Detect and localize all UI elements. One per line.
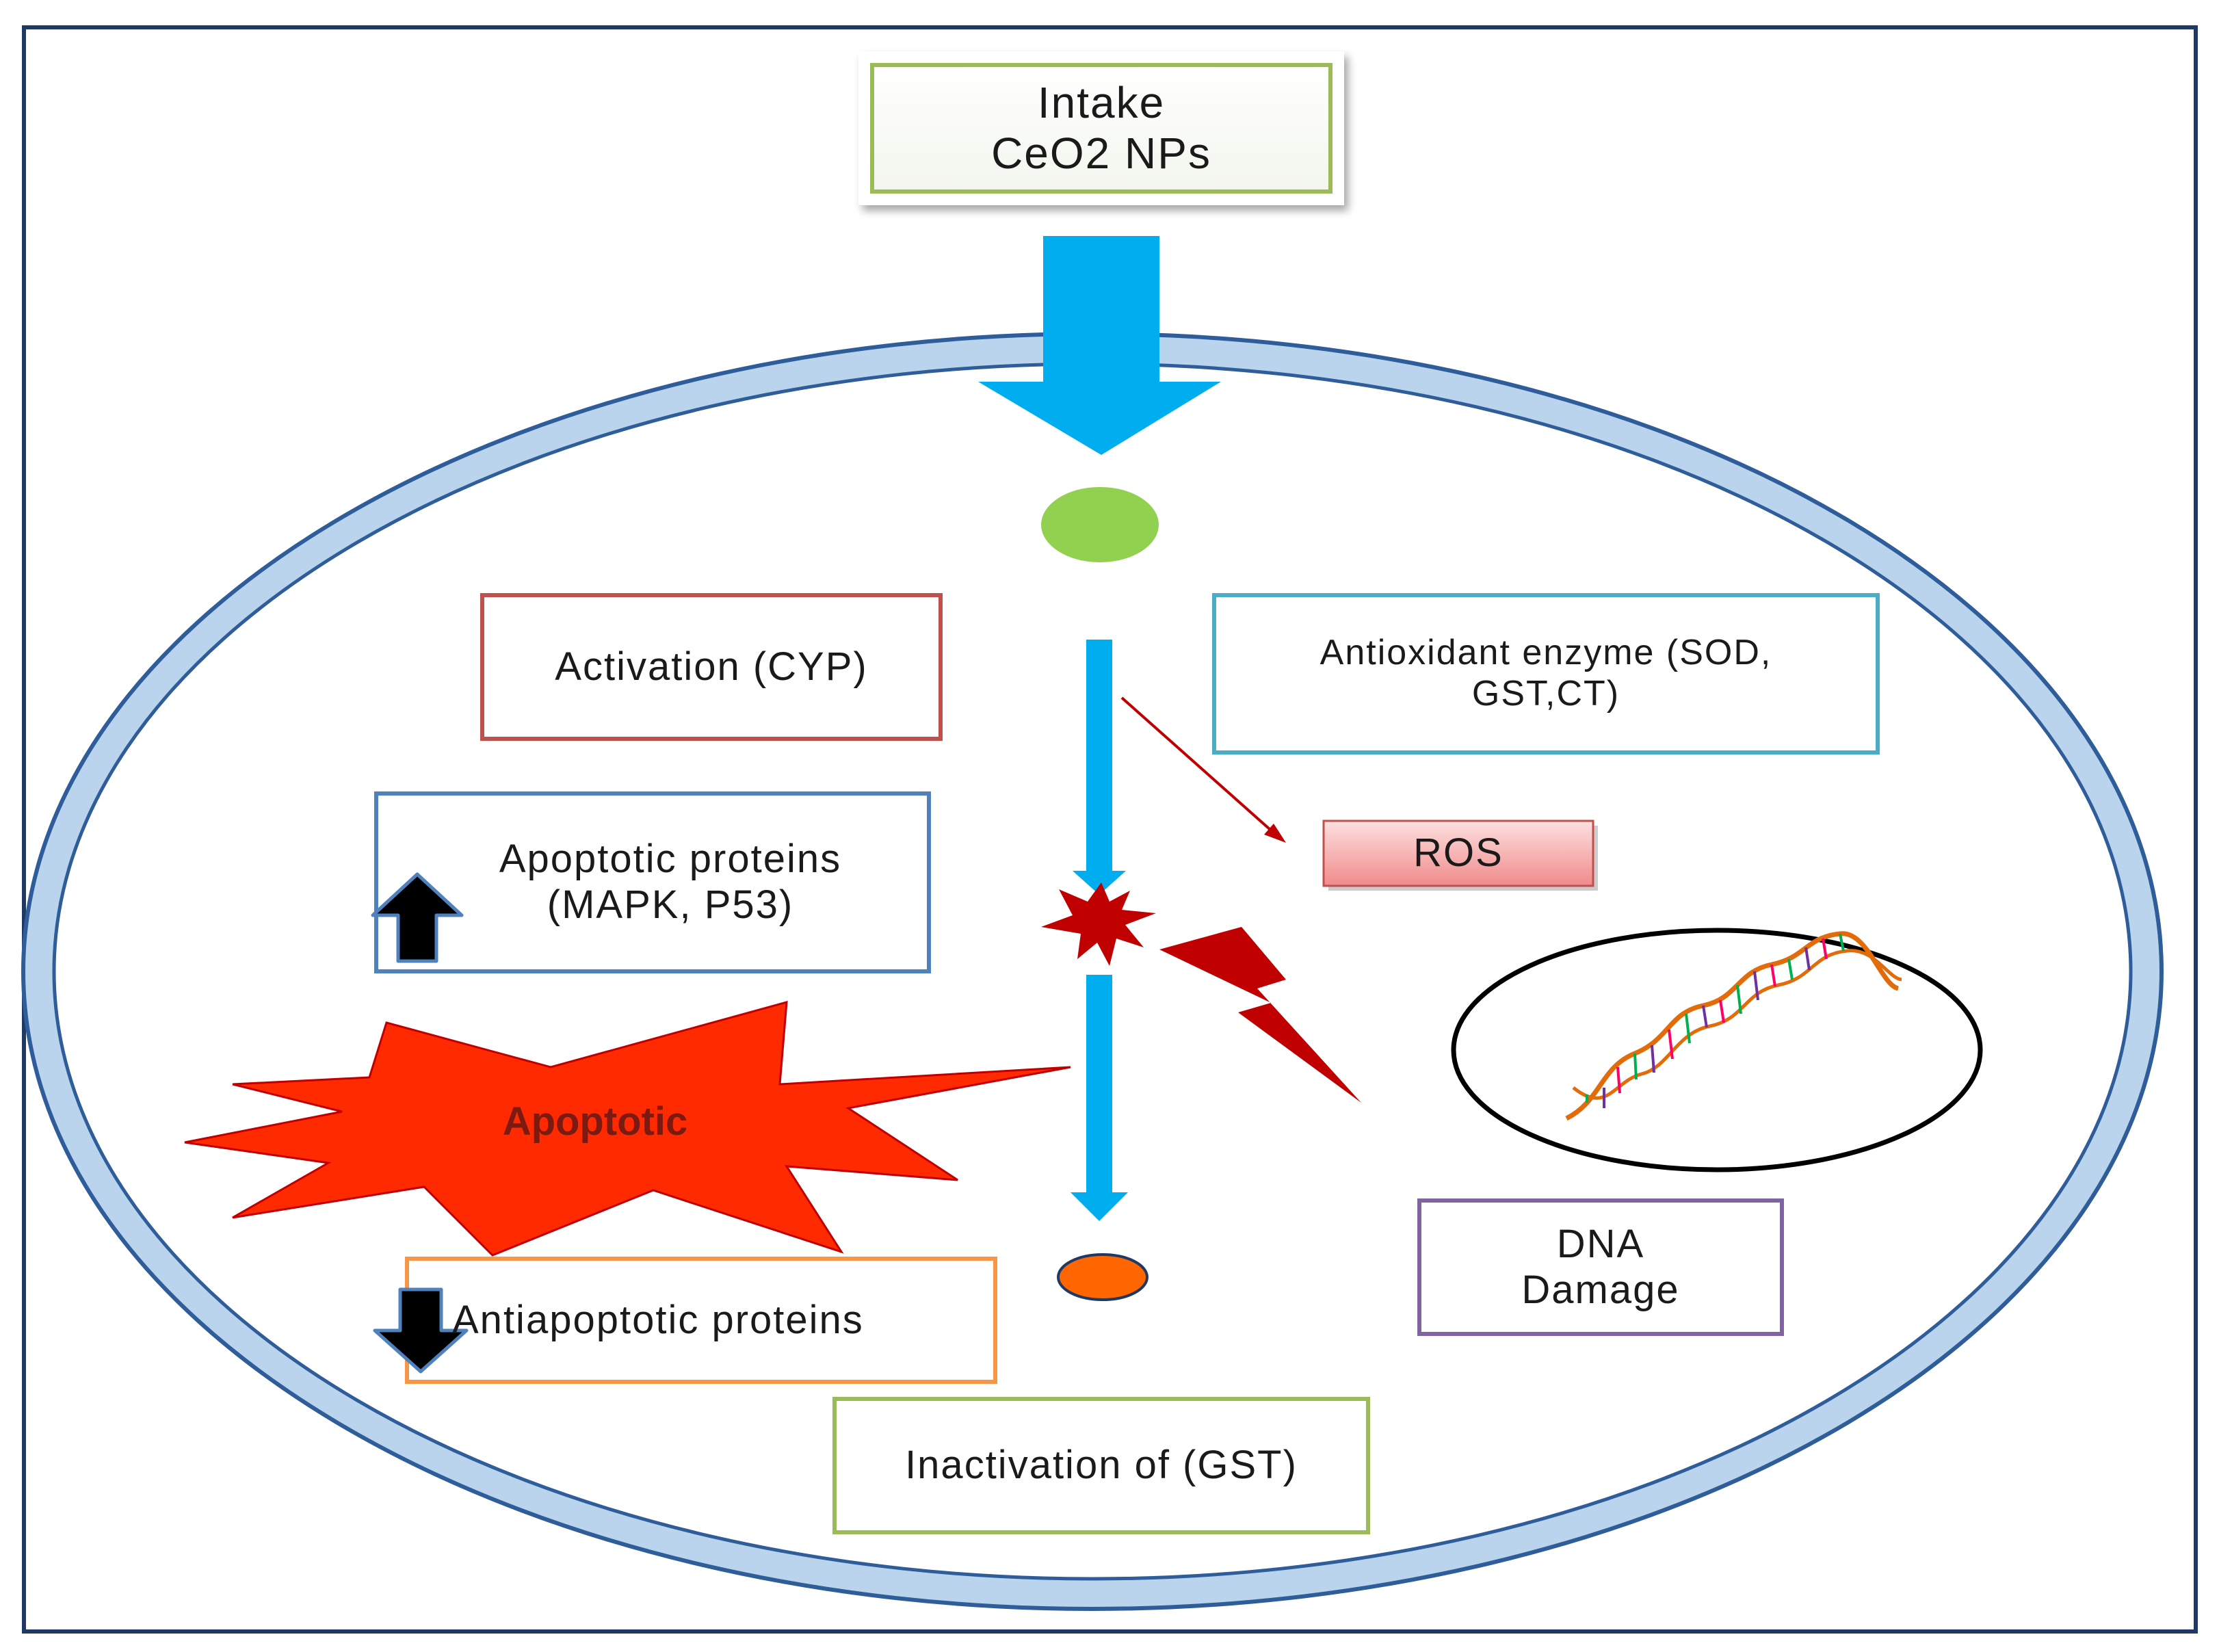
inactivation-label: Inactivation of (GST) bbox=[905, 1443, 1298, 1488]
antioxidant-label-line2: GST,CT) bbox=[1471, 674, 1620, 713]
ros-label: ROS bbox=[1413, 830, 1504, 876]
intake-label: Intake CeO2 NPs bbox=[872, 65, 1330, 192]
orange-dot bbox=[1057, 1253, 1148, 1301]
lightning-bolt-icon bbox=[1159, 927, 1361, 1103]
intake-arrow bbox=[978, 236, 1221, 455]
antiapoptotic-label: Antiapoptotic proteins bbox=[452, 1297, 864, 1342]
green-dot bbox=[1041, 487, 1159, 562]
apoptotic-proteins-label: Apoptotic proteins (MAPK, P53) bbox=[410, 794, 930, 971]
up-arrow-icon bbox=[371, 872, 464, 963]
dna-damage-label: DNA Damage bbox=[1419, 1201, 1782, 1334]
down-arrow-icon bbox=[373, 1287, 469, 1374]
antioxidant-label: Antioxidant enzyme (SOD, GST,CT) bbox=[1214, 595, 1878, 752]
nucleus-ellipse bbox=[1451, 928, 1983, 1172]
apoptotic-proteins-label-line1: Apoptotic proteins bbox=[499, 837, 842, 882]
antioxidant-box bbox=[1212, 593, 1880, 755]
pathway-arrow-upper-shaft bbox=[1086, 640, 1112, 871]
antiapoptotic-box bbox=[405, 1257, 997, 1384]
dna-damage-box bbox=[1417, 1198, 1784, 1336]
dna-damage-label-line2: Damage bbox=[1521, 1267, 1680, 1312]
apoptotic-starburst bbox=[184, 1000, 1071, 1257]
activation-label: Activation (CYP) bbox=[555, 644, 868, 689]
apoptotic-label: Apoptotic bbox=[502, 1099, 688, 1144]
pathway-arrow-upper-head bbox=[1073, 871, 1126, 895]
apoptotic-proteins-label-line2: (MAPK, P53) bbox=[547, 882, 794, 927]
dna-damage-label-line1: DNA bbox=[1556, 1221, 1645, 1266]
ros-box bbox=[1322, 820, 1594, 887]
activation-box bbox=[480, 593, 943, 741]
dna-helix-icon bbox=[1565, 931, 1902, 1121]
pathway-arrow-lower-shaft bbox=[1086, 975, 1112, 1192]
ros-arrow-line bbox=[1120, 696, 1277, 836]
intake-label-line1: Intake bbox=[1037, 77, 1166, 127]
antioxidant-label-line1: Antioxidant enzyme (SOD, bbox=[1319, 633, 1772, 673]
pathway-arrow-lower-head bbox=[1071, 1192, 1128, 1221]
apoptotic-proteins-box bbox=[374, 791, 931, 973]
intake-box bbox=[870, 63, 1332, 194]
intake-label-line2: CeO2 NPs bbox=[991, 128, 1211, 178]
outer-frame bbox=[22, 25, 2198, 1634]
inactivation-box bbox=[832, 1397, 1370, 1534]
ros-arrow-head bbox=[1264, 824, 1286, 843]
splash-icon bbox=[1041, 882, 1156, 966]
